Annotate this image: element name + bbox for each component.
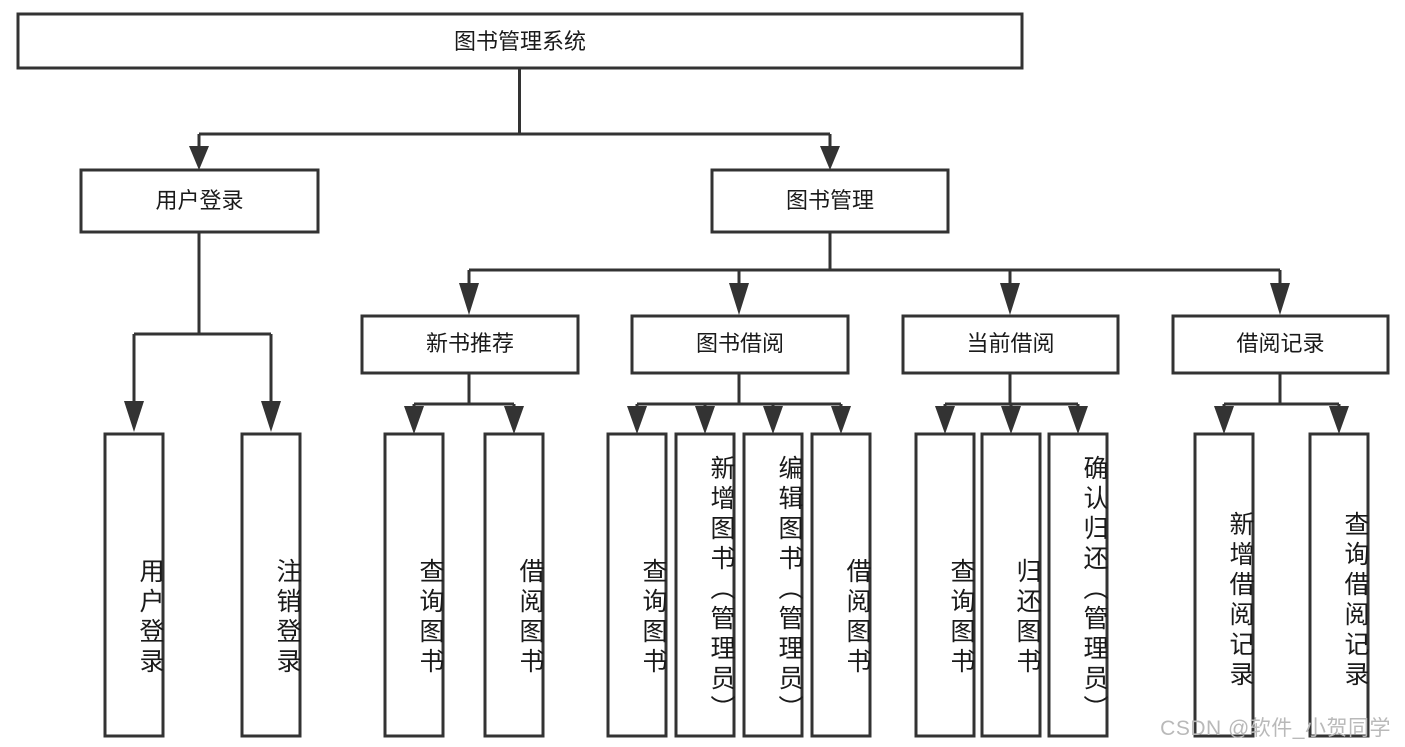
leaf-box-user-login-2[interactable]	[240, 432, 302, 738]
leaf-box-current-borrow-1[interactable]	[914, 432, 976, 738]
arrow-head-user-login	[189, 146, 209, 170]
arrow-head-leaf-user-login-2	[261, 401, 281, 432]
arrow-head-current-borrow	[1000, 283, 1020, 315]
node-borrow-record-label: 借阅记录	[1236, 331, 1324, 356]
arrow-head-leaf-current-borrow-2	[1001, 406, 1021, 434]
node-user-login-label: 用户登录	[155, 188, 243, 213]
arrow-head-leaf-current-borrow-3	[1068, 406, 1088, 434]
node-borrow-record-box[interactable]	[1171, 314, 1390, 375]
arrow-head-new-book-recommend	[459, 283, 479, 315]
node-new-book-recommend-label: 新书推荐	[426, 331, 514, 356]
arrow-head-leaf-new-book-1	[404, 406, 424, 434]
node-book-borrow-box[interactable]	[630, 314, 850, 375]
leaf-box-current-borrow-3[interactable]	[1047, 432, 1109, 738]
node-book-manage-box[interactable]	[710, 168, 950, 234]
leaf-box-book-borrow-1[interactable]	[606, 432, 668, 738]
leaf-box-borrow-record-2[interactable]	[1308, 432, 1370, 738]
arrow-head-leaf-user-login-1	[124, 401, 144, 432]
node-layer: 图书管理系统 用户登录 图书管理 新书推荐 图书借阅 当前借阅 借阅记录	[16, 12, 1390, 738]
node-root-label: 图书管理系统	[454, 29, 586, 54]
leaf-box-new-book-2[interactable]	[483, 432, 545, 738]
arrow-head-leaf-book-borrow-2	[695, 406, 715, 434]
arrow-head-book-borrow	[729, 283, 749, 315]
leaf-box-book-borrow-2[interactable]	[674, 432, 736, 738]
connector-layer	[124, 68, 1349, 434]
arrow-head-leaf-book-borrow-1	[627, 406, 647, 434]
leaf-box-book-borrow-3[interactable]	[742, 432, 804, 738]
arrow-head-borrow-record	[1270, 283, 1290, 315]
leaf-box-new-book-1[interactable]	[383, 432, 445, 738]
arrow-head-leaf-current-borrow-1	[935, 406, 955, 434]
leaf-box-borrow-record-1[interactable]	[1193, 432, 1255, 738]
node-current-borrow-label: 当前借阅	[966, 331, 1054, 356]
arrow-head-leaf-book-borrow-3	[763, 406, 783, 434]
node-new-book-recommend-box[interactable]	[360, 314, 580, 375]
arrow-head-leaf-new-book-2	[504, 406, 524, 434]
leaf-box-user-login-1[interactable]	[103, 432, 165, 738]
arrow-head-leaf-borrow-record-1	[1214, 406, 1234, 434]
arrow-head-leaf-book-borrow-4	[831, 406, 851, 434]
arrow-head-book-manage	[820, 146, 840, 170]
node-root-box[interactable]	[16, 12, 1024, 70]
node-book-borrow-label: 图书借阅	[696, 331, 784, 356]
leaf-box-current-borrow-2[interactable]	[980, 432, 1042, 738]
node-book-manage-label: 图书管理	[786, 188, 874, 213]
leaf-box-book-borrow-4[interactable]	[810, 432, 872, 738]
arrow-head-leaf-borrow-record-2	[1329, 406, 1349, 434]
node-current-borrow-box[interactable]	[901, 314, 1120, 375]
watermark-text: CSDN @软件_小贺同学	[1160, 717, 1391, 740]
node-user-login-box[interactable]	[79, 168, 320, 234]
